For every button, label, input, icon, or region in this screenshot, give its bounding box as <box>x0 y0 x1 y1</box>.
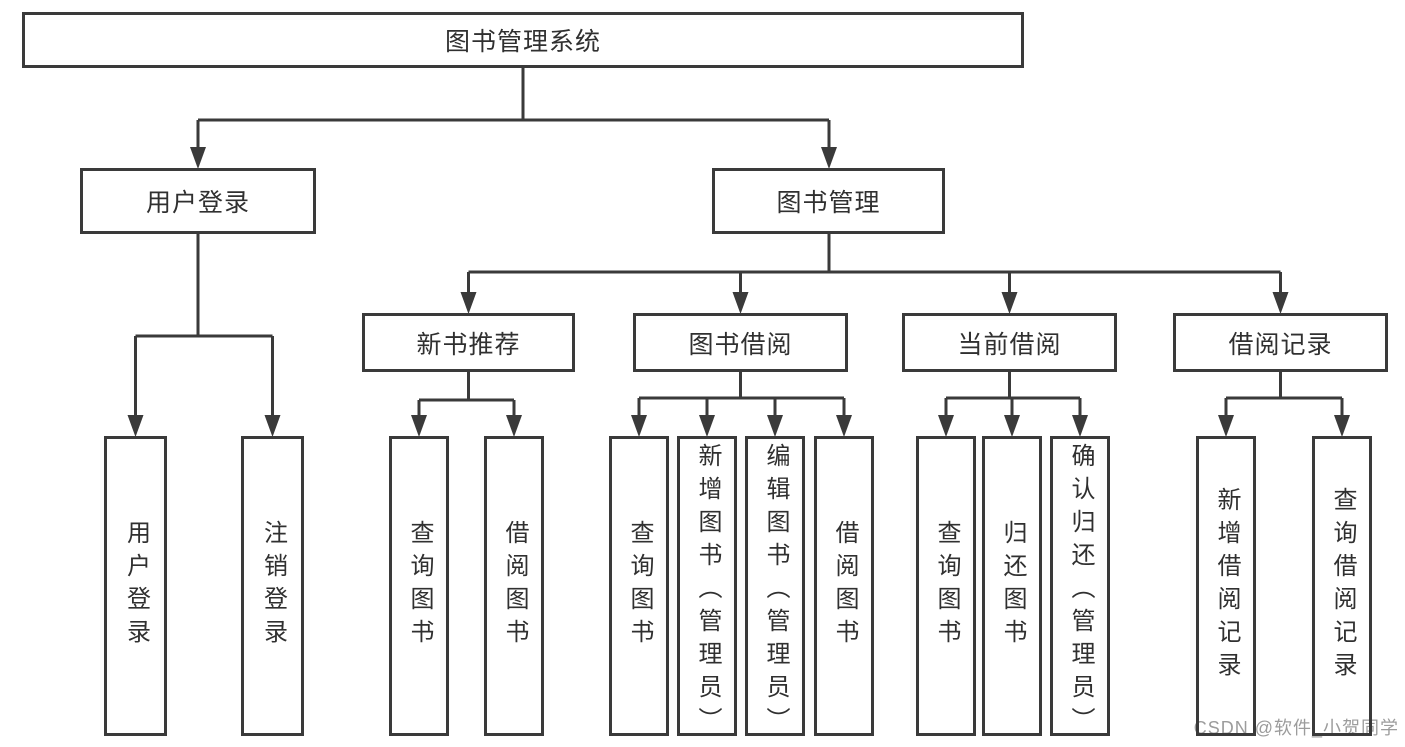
node-label: 借阅记录 <box>1228 330 1333 359</box>
node-label: 归还图书 <box>999 520 1026 652</box>
node-label: 用户登录 <box>122 520 150 652</box>
leaf-query-books-current: 查询图书 <box>916 436 976 736</box>
node-label: 查询图书 <box>626 520 653 652</box>
node-label: 新书推荐 <box>416 330 521 359</box>
node-label: 查询图书 <box>933 520 960 652</box>
arrowhead-icons <box>127 147 1350 437</box>
node-label: 当前借阅 <box>957 330 1062 359</box>
node-label: 借阅图书 <box>831 520 858 652</box>
csdn-watermark: CSDN @软件_小贺同学 <box>1193 718 1399 738</box>
node-user-login: 用户登录 <box>80 168 316 234</box>
node-label: 查询借阅记录 <box>1329 487 1356 685</box>
node-label: 注销登录 <box>259 520 287 652</box>
leaf-add-borrow-record: 新增借阅记录 <box>1196 436 1256 736</box>
leaf-confirm-return-admin: 确认归还（管理员） <box>1050 436 1110 740</box>
node-new-book-recommend: 新书推荐 <box>362 313 575 372</box>
node-book-borrowing: 图书借阅 <box>633 313 848 372</box>
node-library-management-system: 图书管理系统 <box>22 12 1024 68</box>
node-label: 确认归还（管理员） <box>1067 443 1094 740</box>
node-book-management: 图书管理 <box>712 168 945 234</box>
leaf-add-books-admin: 新增图书（管理员） <box>677 436 737 740</box>
node-label: 借阅图书 <box>501 520 528 652</box>
node-borrow-records: 借阅记录 <box>1173 313 1388 372</box>
node-label: 编辑图书（管理员） <box>762 443 789 740</box>
node-label: 图书管理系统 <box>444 28 601 56</box>
node-label: 图书借阅 <box>688 330 793 359</box>
leaf-borrow-books-borrowing: 借阅图书 <box>814 436 874 736</box>
leaf-logout-login: 注销登录 <box>241 436 304 736</box>
node-label: 用户登录 <box>145 189 250 217</box>
leaf-borrow-books-newbooks: 借阅图书 <box>484 436 544 736</box>
node-label: 新增图书（管理员） <box>694 443 721 740</box>
leaf-query-books-newbooks: 查询图书 <box>389 436 449 736</box>
leaf-user-login: 用户登录 <box>104 436 167 736</box>
leaf-edit-books-admin: 编辑图书（管理员） <box>745 436 805 740</box>
node-current-borrowing: 当前借阅 <box>902 313 1117 372</box>
node-label: 查询图书 <box>406 520 433 652</box>
node-label: 图书管理 <box>776 189 881 217</box>
leaf-query-books-borrowing: 查询图书 <box>609 436 669 736</box>
node-label: 新增借阅记录 <box>1213 487 1240 685</box>
leaf-return-books: 归还图书 <box>982 436 1042 736</box>
leaf-query-borrow-record: 查询借阅记录 <box>1312 436 1372 736</box>
